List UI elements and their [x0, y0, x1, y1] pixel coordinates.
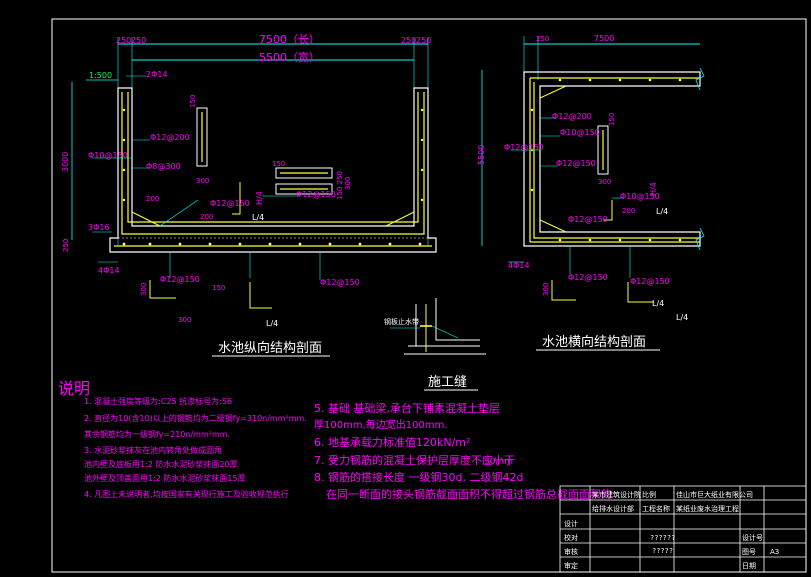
note-left-5: 池外壁及顶盖面用1:2 防水水泥砂浆抹面15厚 [84, 473, 246, 483]
note-right-0: 5. 基础 基础梁,承台下铺素混凝土垫层 [314, 401, 500, 415]
trans-label-0: Φ12@200 [552, 112, 592, 121]
note-left-0: 1. 混凝土强度等级为:C25 抗渗标号为:S6 [84, 396, 232, 406]
section-long-title: 水池纵向结构剖面 [218, 340, 322, 356]
long-label-17: Φ12@150 [160, 275, 200, 284]
dim-left-b: 250 [131, 36, 146, 45]
title-block [559, 485, 807, 573]
tb-proj-name-lbl: 工程名称 [642, 504, 670, 513]
long-label-3: Φ8@300 [146, 162, 181, 171]
long-label-8: 200 [146, 195, 159, 203]
note-right-3: 7. 受力钢筋的混凝土保护层厚度不应小于 [314, 453, 515, 467]
tb-proj-name: 某纸业废水治理工程 [676, 504, 739, 513]
note-left-2: 其余钢筋均为一级钢fy=210n/mm²mm. [84, 429, 230, 439]
long-label-1: Φ12@200 [150, 133, 190, 142]
slope-label: 1:500 [89, 71, 112, 80]
note-left-4: 池内壁及底板用1:2 防水水泥砂浆抹面20厚 [84, 459, 238, 469]
trans-label-9: L/4 [656, 207, 668, 216]
tb-checker: 校对 [564, 533, 578, 542]
long-label-7: 300 [196, 177, 209, 185]
trans-height: 5500 [477, 145, 486, 165]
long-label-0: 2Φ14 [146, 70, 168, 79]
dim-width: 5500（宽） [259, 50, 320, 64]
trans-label-1: Φ10@150 [560, 128, 600, 137]
trans-label-15: L/4 [676, 313, 688, 322]
height-label: 3000 [61, 152, 70, 172]
note-left-3: 3. 水泥砂浆抹灰在池内转角处做成圆角 [84, 445, 222, 455]
construction-joint-detail: 钢板止水带 施工缝 [384, 298, 486, 391]
long-label-16: 4Φ14 [98, 266, 120, 275]
note-right-1: 厚100mm,每边宽出100mm. [314, 418, 448, 431]
tb-org: 某市建筑设计院 [592, 490, 641, 499]
dim-left-a: 250 [116, 36, 131, 45]
tb-designer: 设计 [564, 519, 578, 528]
long-label-2: Φ10@150 [88, 151, 128, 160]
dim-right-a: 250 [401, 36, 416, 45]
trans-label-8: 200 [622, 207, 635, 215]
long-label-14: L/4 [252, 213, 264, 222]
trans-label-7: 300 [598, 178, 611, 186]
tb-company: 佳山市巨大纸业有限公司 [676, 490, 753, 499]
tb-design-no-lbl: 设计号 [742, 533, 763, 542]
trans-label-4: Φ10@150 [620, 192, 660, 201]
dim-right-b: 250 [416, 36, 431, 45]
note-7-value: 30mm [484, 457, 513, 467]
tb-code-b: ????? [652, 547, 673, 555]
tb-size: A3 [770, 548, 779, 556]
long-label-6: 150 [189, 95, 197, 108]
trans-label-11: 4Φ14 [508, 261, 530, 270]
long-label-22: 150 [212, 284, 225, 292]
trans-label-2: Φ12@150 [504, 143, 544, 152]
notes-heading: 说明 [58, 379, 90, 398]
trans-dim-b: 7500 [594, 34, 614, 43]
long-label-13: H/4 [255, 191, 264, 205]
long-label-4: Φ12@150 [210, 199, 250, 208]
long-label-19: 300 [140, 283, 148, 296]
long-label-20: 300 [178, 316, 191, 324]
joint-title: 施工缝 [428, 375, 467, 390]
trans-label-16: L/4 [652, 299, 664, 308]
tb-org2: 给排水设计部 [592, 504, 634, 513]
joint-waterstop: 钢板止水带 [384, 317, 419, 326]
transverse-section: 250 7500 5500 [477, 34, 705, 351]
trans-label-14: 300 [542, 283, 550, 296]
tb-approver: 审核 [564, 547, 578, 556]
trans-dim-a: 250 [536, 35, 549, 43]
section-trans-title: 水池横向结构剖面 [542, 334, 646, 350]
trans-label-5: Φ12@150 [568, 215, 608, 224]
trans-label-10: H/4 [649, 182, 658, 196]
trans-label-13: Φ12@150 [630, 277, 670, 286]
note-right-5: 在同一断面的接头钢筋截面面积不得超过钢筋总截面面积的 [326, 487, 612, 501]
long-label-9: 200 [200, 213, 213, 221]
long-label-5: Φ12@150 [296, 190, 336, 199]
tb-drawing-no-lbl: 图号 [742, 548, 756, 556]
note-right-4: 8. 钢筋的搭接长度 一级钢30d, 二级钢42d [314, 470, 523, 484]
tb-scale-lbl: 比例 [642, 490, 656, 499]
title-block-text: 某市建筑设计院 给排水设计部 佳山市巨大纸业有限公司 工程名称 某纸业废水治理工… [564, 490, 779, 570]
tb-date-lbl: 日期 [742, 562, 756, 570]
note-left-6: 4. 凡图上未说明者,均按国家有关现行施工及验收规范执行 [84, 489, 289, 499]
design-notes: 说明 1. 混凝土强度等级为:C25 抗渗标号为:S6 2. 直径为10(含10… [58, 379, 612, 501]
note-left-1: 2. 直径为10(含10)以上的钢筋均为二级钢fy=310n/mm²mm. [84, 413, 307, 423]
trans-label-3: Φ12@150 [556, 159, 596, 168]
longitudinal-section: 7500（长） 5500（宽） 250 250 250 250 1:500 30… [61, 33, 437, 357]
long-label-15: 3Φ16 [88, 223, 110, 232]
trans-label-6: 150 [608, 113, 616, 126]
tb-approve2: 审定 [564, 561, 578, 570]
note-right-2: 6. 地基承载力标准值120kN/m² [314, 435, 470, 449]
long-label-21: L/4 [266, 319, 278, 328]
drawing-frame [51, 18, 807, 573]
long-label-10: 150 [272, 160, 285, 168]
dim-length: 7500（长） [259, 33, 320, 46]
long-label-11: 300 [344, 177, 352, 190]
tb-code-a: ?????? [650, 534, 675, 542]
base-h-label: 250 [62, 239, 70, 252]
trans-label-12: Φ12@150 [568, 273, 608, 282]
long-label-12: 150 250 [336, 171, 344, 200]
long-label-18: Φ12@150 [320, 278, 360, 287]
